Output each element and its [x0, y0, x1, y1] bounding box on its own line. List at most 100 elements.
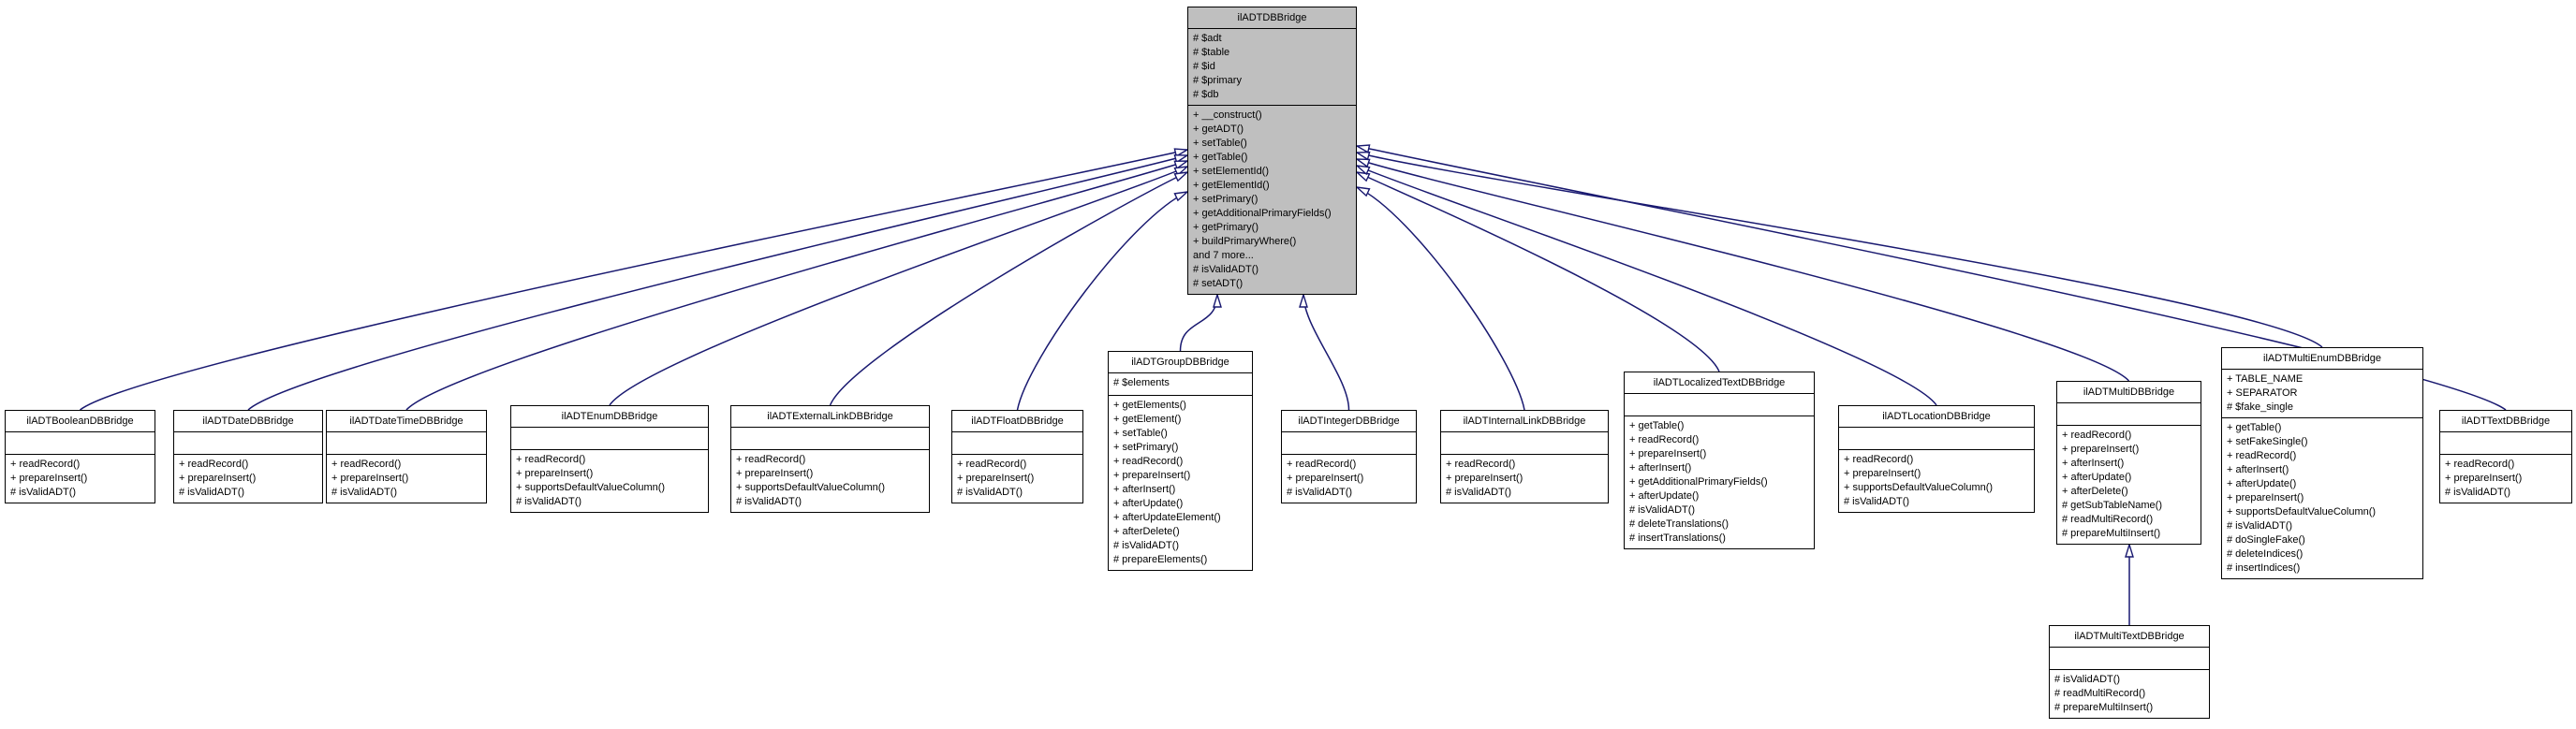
class-method: + prepareInsert(): [957, 473, 1035, 484]
class-method: + prepareInsert(): [1287, 473, 1364, 484]
inheritance-edge-ilADTLocationDBBridge: [1354, 165, 1937, 406]
class-method: + afterInsert(): [2227, 464, 2289, 475]
attributes-section: # $elements: [1109, 373, 1252, 396]
class-method: + supportsDefaultValueColumn(): [1844, 482, 1994, 493]
class-name: ilADTIntegerDBBridge: [1282, 411, 1416, 432]
class-method: # isValidADT(): [1113, 540, 1180, 551]
class-name: ilADTMultiDBBridge: [2057, 382, 2201, 403]
class-method: + prepareInsert(): [1629, 448, 1707, 459]
class-node-ilADTGroupDBBridge[interactable]: ilADTGroupDBBridge# $elements+ getElemen…: [1108, 351, 1253, 571]
class-method: + readRecord(): [2445, 459, 2515, 470]
class-method: # deleteIndices(): [2227, 548, 2304, 560]
class-node-ilADTIntegerDBBridge[interactable]: ilADTIntegerDBBridge + readRecord() + prep…: [1281, 410, 1417, 503]
class-method: + prepareInsert(): [2445, 473, 2523, 484]
inheritance-edge-ilADTExternalLinkDBBridge: [829, 170, 1190, 406]
class-node-ilADTBooleanDBBridge[interactable]: ilADTBooleanDBBridge+ readRecord()+ prep…: [5, 410, 155, 503]
inheritance-edge-ilADTFloatDBBridge: [1016, 190, 1190, 411]
class-method: + readRecord(): [1844, 454, 1914, 465]
methods-section: + readRecord()+ prepareInsert()# isValid…: [1282, 455, 1416, 503]
methods-section: + getElements()+ getElement()+ setTable(…: [1109, 396, 1252, 570]
methods-section: + readRecord()+ prepareInsert()# isValid…: [1441, 455, 1608, 503]
class-method: + getElementId(): [1193, 180, 1270, 191]
inheritance-edge-ilADTMultiDBBridge: [1354, 158, 2130, 382]
class-method: + getAdditionalPrimaryFields(): [1193, 208, 1332, 219]
attributes-section: [1625, 394, 1814, 416]
class-attribute: # $adt: [1193, 33, 1222, 44]
attributes-section: # $adt# $table# $id# $primary# $db: [1188, 29, 1356, 106]
class-node-ilADTLocationDBBridge[interactable]: ilADTLocationDBBridge+ readRecord()+ pre…: [1838, 405, 2035, 513]
class-method: + setPrimary(): [1113, 442, 1179, 453]
class-method: # insertIndices(): [2227, 562, 2301, 574]
class-name: ilADTDateTimeDBBridge: [327, 411, 486, 432]
class-method: + prepareInsert(): [179, 473, 257, 484]
attributes-section: [2057, 403, 2201, 426]
class-attribute: # $table: [1193, 47, 1230, 58]
class-method: # readMultiRecord(): [2054, 688, 2146, 699]
attributes-section: [2440, 432, 2571, 455]
class-node-ilADTInternalLinkDBBridge[interactable]: ilADTInternalLinkDBBridge+ readRecord()+…: [1440, 410, 1609, 503]
class-method: + afterInsert(): [2062, 458, 2125, 469]
class-node-ilADTFloatDBBridge[interactable]: ilADTFloatDBBridge+ readRecord()+ prepar…: [951, 410, 1083, 503]
class-node-ilADTLocalizedTextDBBridge[interactable]: ilADTLocalizedTextDBBridge+ getTable()+ …: [1624, 372, 1815, 549]
class-method: + setFakeSingle(): [2227, 436, 2308, 447]
attributes-section: [2050, 648, 2209, 670]
class-name: ilADTMultiTextDBBridge: [2050, 626, 2209, 648]
class-method: + getAdditionalPrimaryFields(): [1629, 476, 1768, 488]
class-node-ilADTDateTimeDBBridge[interactable]: ilADTDateTimeDBBridge + readRecord()+ pre…: [326, 410, 487, 503]
inheritance-edge-ilADTIntegerDBBridge: [1299, 292, 1350, 411]
class-method: + afterDelete(): [2062, 486, 2128, 497]
class-node-ilADTMultiEnumDBBridge[interactable]: ilADTMultiEnumDBBridge+ TABLE_NAME+ SEPA…: [2221, 347, 2423, 579]
class-name: ilADTEnumDBBridge: [511, 406, 708, 428]
class-method: + readRecord(): [1629, 434, 1700, 445]
class-name: ilADTLocalizedTextDBBridge: [1625, 372, 1814, 394]
class-attribute: # $primary: [1193, 75, 1242, 86]
class-method: + readRecord(): [1287, 459, 1357, 470]
inheritance-edge-ilADTGroupDBBridge: [1179, 292, 1222, 352]
class-method: # prepareMultiInsert(): [2054, 702, 2154, 713]
class-node-ilADTMultiDBBridge[interactable]: ilADTMultiDBBridge+ readRecord()+ prepar…: [2056, 381, 2201, 545]
class-method: + readRecord(): [736, 454, 806, 465]
class-node-ilADTExternalLinkDBBridge[interactable]: ilADTExternalLinkDBBridge+ readRecord()+…: [730, 405, 930, 513]
methods-section: + getTable()+ setFakeSingle()+ readRecor…: [2222, 418, 2422, 578]
class-method: + readRecord(): [1113, 456, 1184, 467]
class-method: + afterUpdate(): [1113, 498, 1184, 509]
class-method: + afterUpdate(): [2227, 478, 2297, 489]
class-node-ilADTDBBridge[interactable]: ilADTDBBridge# $adt# $table# $id# $prima…: [1187, 7, 1357, 295]
class-method: + prepareInsert(): [736, 468, 814, 479]
attributes-section: [1282, 432, 1416, 455]
class-method: + prepareInsert(): [1446, 473, 1524, 484]
class-node-ilADTDateDBBridge[interactable]: ilADTDateDBBridge+ readRecord()+ prepare…: [173, 410, 323, 503]
methods-section: + readRecord()+ prepareInsert()+ support…: [1839, 450, 2034, 512]
methods-section: + __construct()+ getADT()+ setTable()+ g…: [1188, 106, 1356, 294]
class-method: + supportsDefaultValueColumn(): [736, 482, 886, 493]
attributes-section: [511, 428, 708, 450]
class-method: + getElement(): [1113, 414, 1182, 425]
class-method: # isValidADT(): [1446, 487, 1512, 498]
class-method: + prepareInsert(): [2062, 444, 2140, 455]
methods-section: + readRecord()+ prepareInsert()# isValid…: [327, 455, 486, 503]
class-attribute: + TABLE_NAME: [2227, 373, 2304, 385]
methods-section: + readRecord()+ prepareInsert()# isValid…: [6, 455, 155, 503]
class-method: # readMultiRecord(): [2062, 514, 2154, 525]
class-method: + __construct(): [1193, 109, 1262, 121]
attributes-section: [174, 432, 322, 455]
inheritance-edge-ilADTMultiEnumDBBridge: [1354, 151, 2323, 348]
class-method: + getTable(): [1193, 152, 1248, 163]
class-method: + readRecord(): [10, 459, 81, 470]
attributes-section: [327, 432, 486, 455]
class-method: # isValidADT(): [957, 487, 1023, 498]
class-method: + getADT(): [1193, 124, 1244, 135]
class-method: # isValidADT(): [2227, 520, 2293, 532]
class-method: + readRecord(): [957, 459, 1027, 470]
class-method: + readRecord(): [516, 454, 586, 465]
class-method: + prepareInsert(): [2227, 492, 2304, 503]
class-node-ilADTTextDBBridge[interactable]: ilADTTextDBBridge+ readRecord()+ prepare…: [2439, 410, 2572, 503]
attributes-section: [952, 432, 1082, 455]
class-method: + prepareInsert(): [10, 473, 88, 484]
class-node-ilADTMultiTextDBBridge[interactable]: ilADTMultiTextDBBridge# isValidADT()# re…: [2049, 625, 2210, 719]
class-method: # isValidADT(): [516, 496, 582, 507]
inheritance-edge-ilADTLocalizedTextDBBridge: [1354, 170, 1720, 372]
class-method: # doSingleFake(): [2227, 534, 2305, 546]
class-node-ilADTEnumDBBridge[interactable]: ilADTEnumDBBridge+ readRecord()+ prepare…: [510, 405, 709, 513]
